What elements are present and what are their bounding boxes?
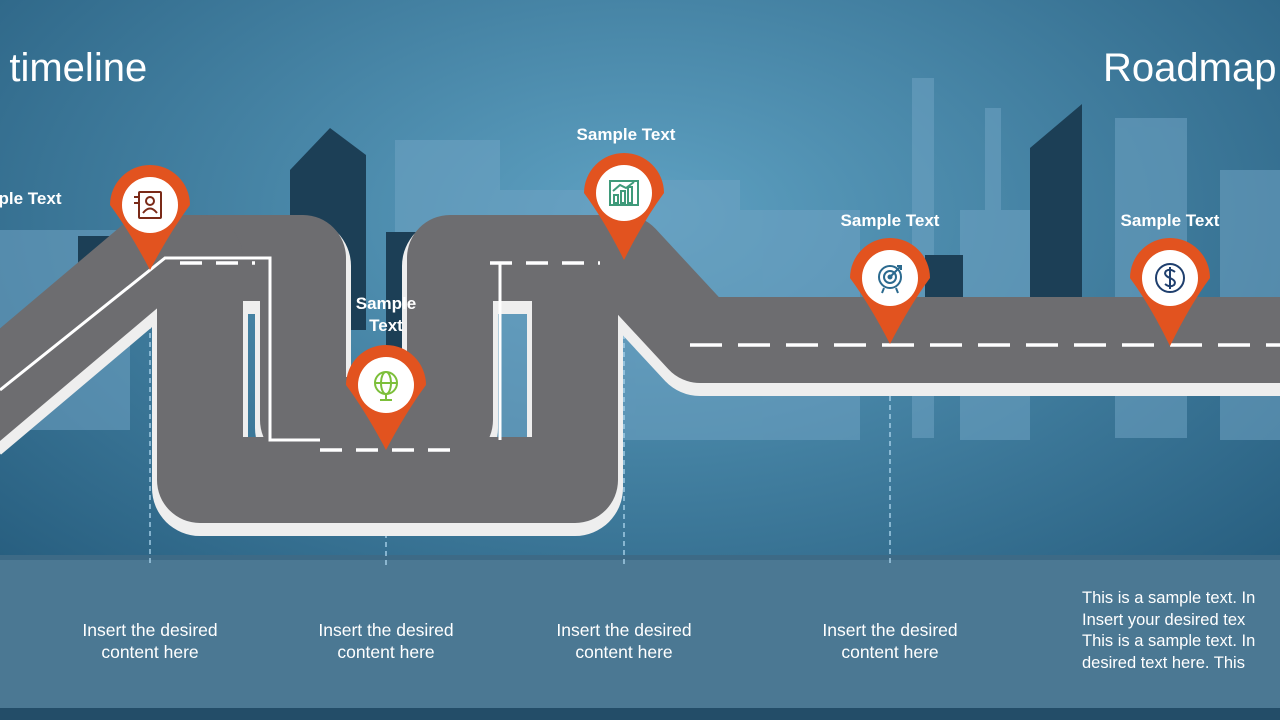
slide-title-left: p timeline — [0, 46, 148, 90]
resume-icon — [122, 177, 178, 233]
milestone-label-5: Sample Text — [1120, 211, 1220, 230]
milestone-description-1: Insert the desired content here — [82, 620, 218, 662]
target-icon — [862, 250, 918, 306]
milestone-description-4: Insert the desired content here — [822, 620, 958, 662]
slide-title-right: Roadmap — [1103, 46, 1277, 90]
lane-markings — [0, 256, 1280, 452]
milestone-label-4: Sample Text — [840, 211, 940, 230]
dollar-icon — [1142, 250, 1198, 306]
side-paragraph: This is a sample text. In Insert your de… — [1082, 589, 1256, 672]
milestone-label-3: Sample Text — [576, 125, 676, 144]
description-panel — [0, 560, 1280, 708]
milestone-label-1: ple Text — [0, 189, 62, 208]
milestone-description-2: Insert the desired content here — [318, 620, 454, 662]
milestone-description-3: Insert the desired content here — [556, 620, 692, 662]
milestone-label-2: Sample Text — [355, 294, 417, 335]
growth-chart-icon — [596, 165, 652, 221]
globe-icon — [358, 357, 414, 413]
